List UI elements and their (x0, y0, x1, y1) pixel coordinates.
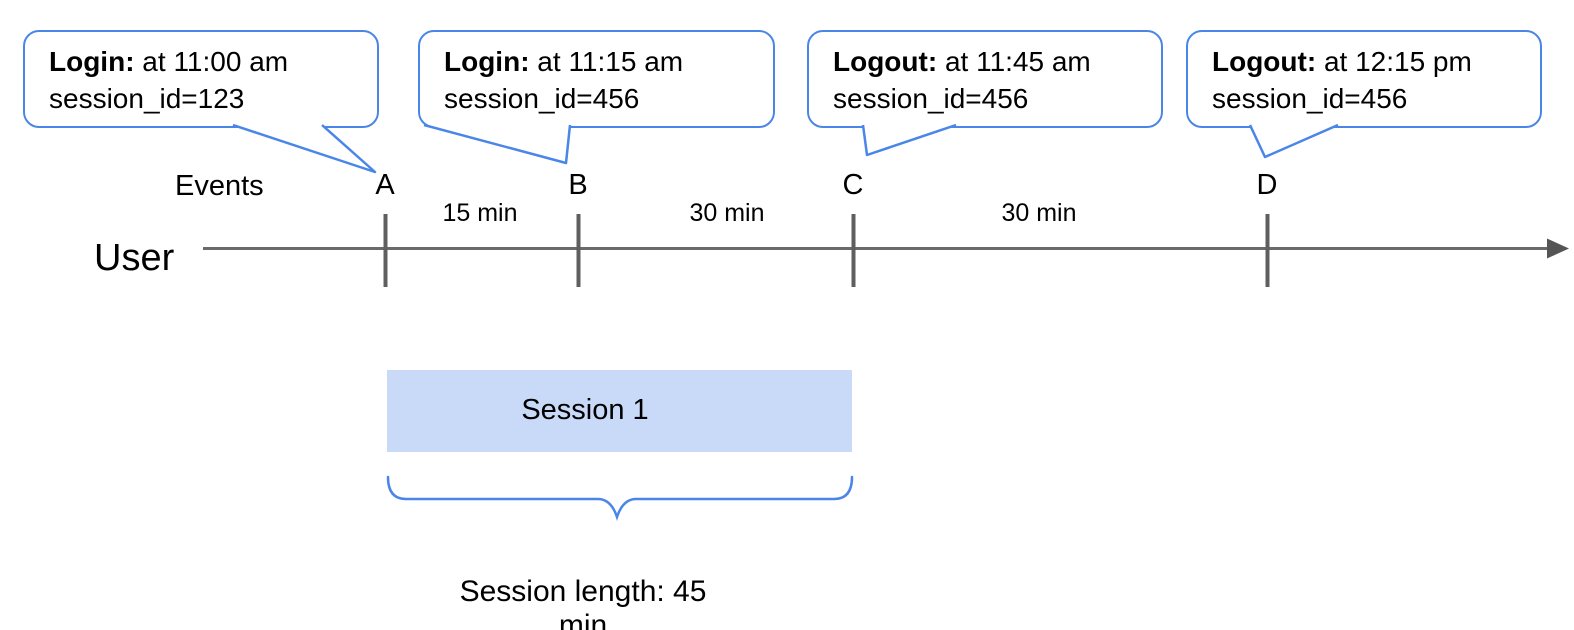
event-type-text: Login: (49, 46, 135, 77)
event-type-text: Logout: (1212, 46, 1317, 77)
session-id-text: session_id=123 (49, 83, 245, 114)
event-time-text: at 11:00 am (134, 46, 289, 77)
session-1-box (387, 370, 852, 452)
callout-logout-c: Logout: at 11:45 am session_id=456 (807, 30, 1163, 128)
event-time-text: at 12:15 pm (1316, 46, 1472, 77)
event-marker-d: D (1256, 169, 1278, 201)
session-id-text: session_id=456 (833, 83, 1029, 114)
interval-label-ab: 15 min (442, 199, 518, 227)
interval-label-bc: 30 min (689, 199, 765, 227)
callout-tail-d (1248, 123, 1339, 159)
callout-tail-a (232, 123, 377, 174)
event-time-text: at 11:45 am (937, 46, 1091, 77)
interval-label-cd: 30 min (1001, 199, 1077, 227)
event-marker-a: A (375, 169, 395, 201)
event-type-text: Logout: (833, 46, 938, 77)
events-label: Events (175, 170, 264, 202)
event-time-text: at 11:15 am (529, 46, 684, 77)
callout-tail-c (861, 123, 957, 157)
event-type-text: Login: (444, 46, 530, 77)
callout-event-line: Logout: at 11:45 am (833, 43, 1161, 80)
event-marker-b: B (568, 169, 588, 201)
event-marker-c: C (842, 169, 864, 201)
callout-event-line: Login: at 11:00 am (49, 43, 377, 80)
user-axis-label: User (94, 237, 175, 279)
callout-event-line: Logout: at 12:15 pm (1212, 43, 1540, 80)
callout-event-line: Login: at 11:15 am (444, 43, 773, 80)
callout-login-b: Login: at 11:15 am session_id=456 (418, 30, 775, 128)
callout-tail-b (423, 123, 572, 165)
session-brace (386, 475, 854, 521)
session-id-text: session_id=456 (1212, 83, 1408, 114)
session-1-label: Session 1 (521, 394, 649, 426)
callout-logout-d: Logout: at 12:15 pm session_id=456 (1186, 30, 1542, 128)
callout-login-a: Login: at 11:00 am session_id=123 (23, 30, 379, 128)
axis-arrowhead-icon (1547, 238, 1569, 259)
session-length-label: Session length: 45 min (459, 575, 707, 630)
session-id-text: session_id=456 (444, 83, 640, 114)
